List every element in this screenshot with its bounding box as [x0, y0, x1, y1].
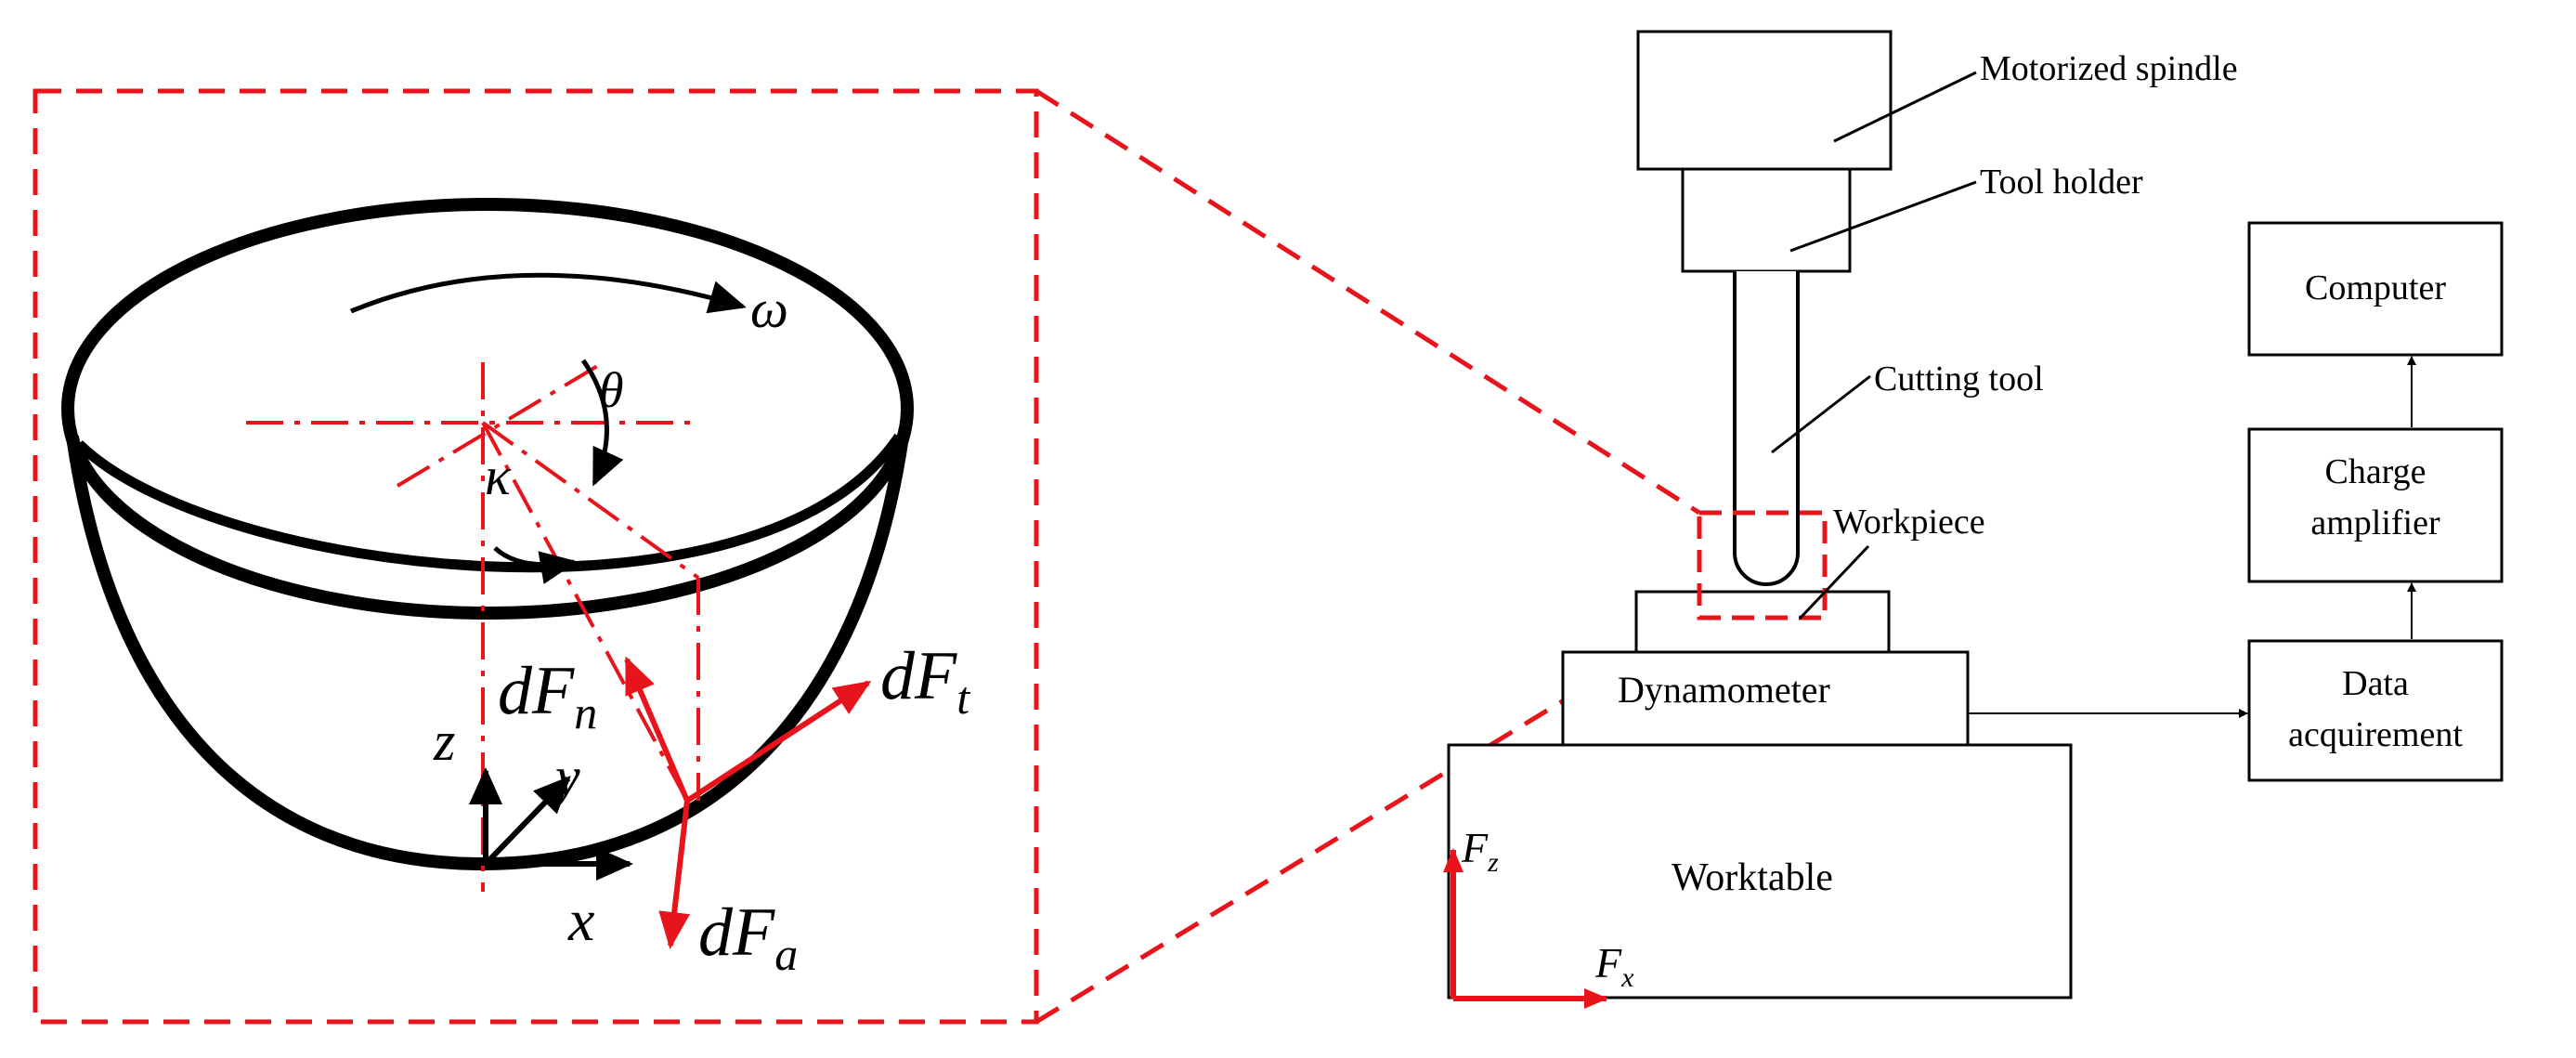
fz-label: Fz [1461, 824, 1499, 878]
worktable-label: Worktable [1672, 856, 1833, 899]
tool-leader [1771, 374, 1871, 454]
cutting-tool-label: Cutting tool [1874, 359, 2044, 398]
tool-holder-box [1681, 167, 1852, 273]
bowl-inner-edge [75, 433, 904, 573]
center-lines [246, 360, 700, 892]
axis-y-arrow [483, 776, 571, 867]
dft-label: dFt [880, 638, 970, 724]
computer-label: Computer [2305, 268, 2446, 307]
workpiece-label: Workpiece [1833, 503, 1985, 542]
worktable-box [1447, 743, 2073, 999]
fx-label: Fx [1594, 939, 1634, 993]
workpiece-box [1634, 590, 1891, 654]
dfn-arrow [624, 656, 690, 803]
tool-holder-label: Tool holder [1980, 163, 2143, 202]
charge-amplifier-box [2247, 427, 2504, 583]
dynamometer-box [1561, 650, 1970, 747]
signal-chain: Computer Charge amplifier Data acquireme… [1968, 221, 2504, 782]
rotation-arrow [350, 272, 747, 314]
spindle-leader [1833, 71, 1977, 143]
axis-x-label: x [567, 887, 594, 953]
motorized-spindle-box [1636, 30, 1893, 171]
data-acquirement-box [2247, 639, 2504, 782]
cutting-tool-shape [1733, 271, 1800, 586]
computer-box [2247, 221, 2504, 357]
dynamometer-label: Dynamometer [1618, 669, 1830, 711]
zoom-connectors [1034, 88, 1701, 1025]
kappa-label: κ [485, 446, 512, 506]
bowl-rim [61, 198, 914, 620]
workpiece-leader [1798, 544, 1870, 620]
axis-z-label: z [433, 711, 455, 772]
holder-leader [1789, 180, 1977, 253]
detail-view: ω θ κ dFn dFt dFa [33, 88, 1039, 1025]
charge-amplifier-label-2: amplifier [2310, 503, 2440, 542]
charge-amplifier-label-1: Charge [2324, 452, 2426, 491]
dfa-label: dFa [698, 895, 798, 980]
theta-arrow [580, 359, 624, 487]
dfa-arrow [658, 800, 691, 949]
theta-label: θ [599, 362, 624, 418]
axis-y-label: y [550, 746, 580, 807]
dft-arrow [685, 680, 872, 803]
detail-frame [33, 88, 1039, 1025]
dfn-label: dFn [498, 653, 597, 738]
data-acquirement-label-2: acquirement [2288, 715, 2463, 754]
machine-setup: Motorized spindle Tool holder Cutting to… [1443, 30, 2238, 1009]
omega-label: ω [750, 279, 788, 339]
zoom-region-marker [1697, 510, 1828, 620]
kappa-arrow [493, 546, 578, 584]
motorized-spindle-label: Motorized spindle [1980, 49, 2238, 88]
data-acquirement-label-1: Data [2342, 664, 2409, 703]
